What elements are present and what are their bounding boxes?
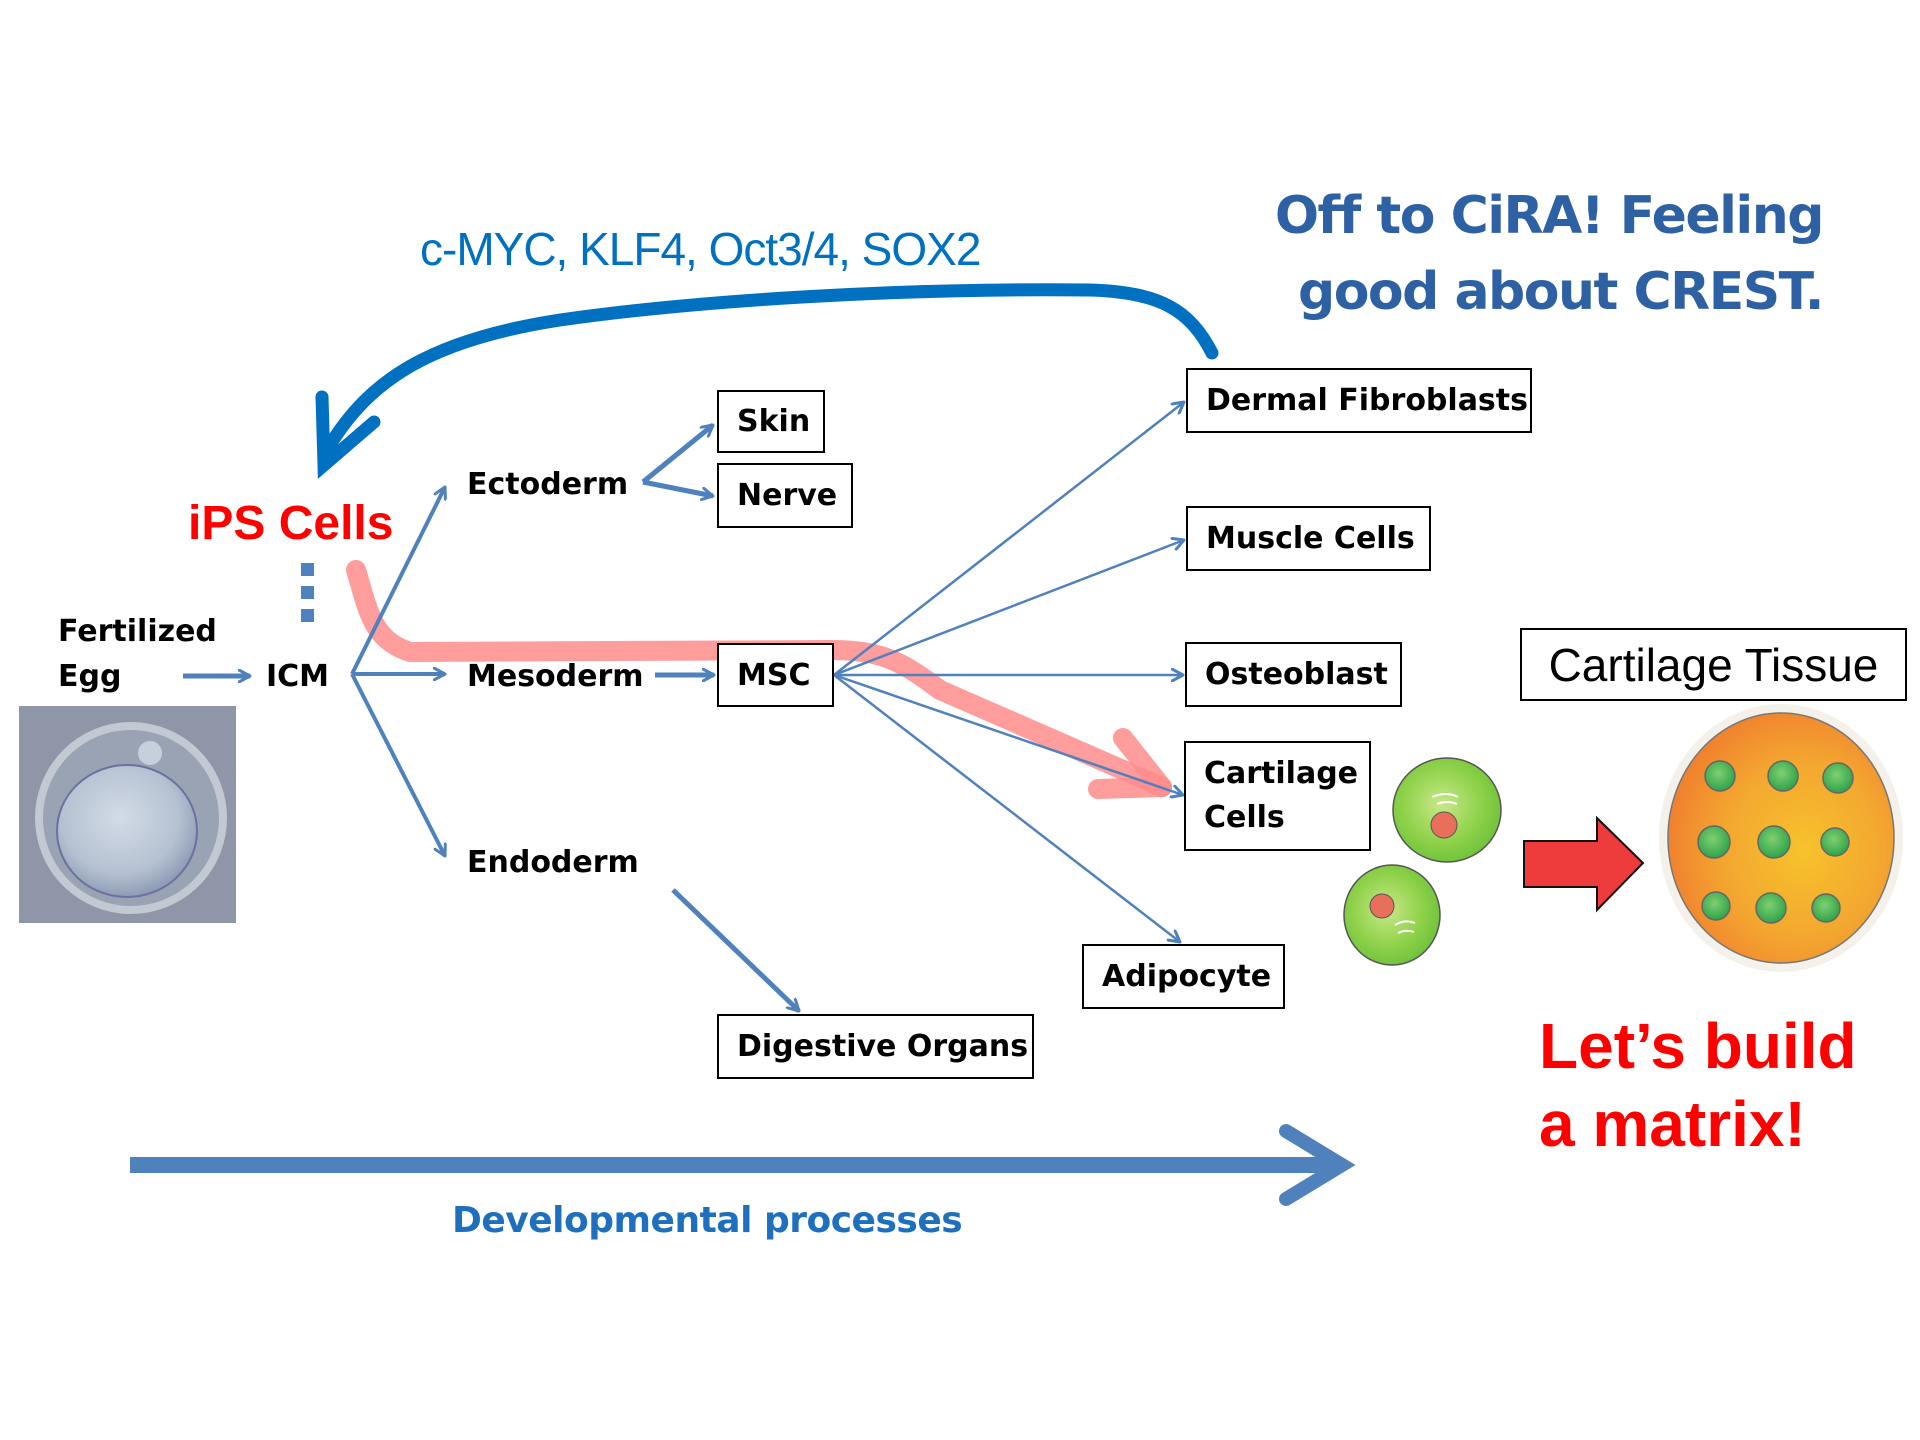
arrow-icm-to-endoderm bbox=[350, 673, 445, 856]
headline-line-2: good about CREST. bbox=[1297, 262, 1825, 322]
arrow-endoderm-to-digestive bbox=[671, 888, 801, 1013]
nerve-box: Nerve bbox=[717, 463, 853, 528]
arrow-msc-to-muscle-cells bbox=[833, 540, 1184, 677]
ectoderm-label: Ectoderm bbox=[467, 467, 629, 502]
headline-line-1: Off to CiRA! Feeling bbox=[1274, 186, 1825, 246]
endoderm-label: Endoderm bbox=[467, 845, 639, 880]
ips-cells-label: iPS Cells bbox=[188, 497, 394, 550]
msc-box: MSC bbox=[717, 643, 834, 707]
muscle-cells-box: Muscle Cells bbox=[1186, 506, 1431, 571]
ips-dotted-connector bbox=[301, 563, 314, 622]
arrow-msc-to-dermal-fibroblasts bbox=[833, 402, 1184, 676]
arrow-msc-to-cartilage-cells bbox=[833, 673, 1183, 795]
call-to-action: Let’s build a matrix! bbox=[1539, 1007, 1857, 1163]
fertilized-egg-photo bbox=[19, 706, 236, 923]
adipocyte-box: Adipocyte bbox=[1082, 944, 1285, 1009]
digestive-organs-box: Digestive Organs bbox=[717, 1014, 1034, 1079]
cartilage-cells-line-1: Cartilage bbox=[1204, 756, 1359, 791]
call-to-action-line-1: Let’s build bbox=[1539, 1010, 1857, 1082]
mesoderm-label: Mesoderm bbox=[467, 659, 644, 694]
cartilage-cells-line-2: Cells bbox=[1204, 800, 1285, 835]
developmental-timeline-arrow bbox=[130, 1124, 1356, 1206]
fertilized-egg-label-line-2: Egg bbox=[58, 659, 122, 694]
call-to-action-line-2: a matrix! bbox=[1539, 1088, 1806, 1160]
developmental-processes-label: Developmental processes bbox=[452, 1200, 963, 1241]
arrow-msc-to-adipocyte bbox=[833, 674, 1180, 942]
fertilized-egg-label-line-1: Fertilized bbox=[58, 614, 217, 649]
cartilage-tissue-box: Cartilage Tissue bbox=[1520, 628, 1907, 701]
headline: Off to CiRA! Feeling good about CREST. bbox=[1274, 178, 1825, 330]
dermal-fibroblasts-box: Dermal Fibroblasts bbox=[1186, 368, 1532, 433]
right-arrow-icon bbox=[1523, 815, 1645, 913]
egg-micrograph-icon bbox=[19, 706, 236, 923]
reprogramming-arrow bbox=[315, 283, 1219, 479]
skin-box: Skin bbox=[717, 390, 825, 453]
arrow-ectoderm-to-skin bbox=[641, 423, 715, 484]
osteoblast-box: Osteoblast bbox=[1185, 642, 1402, 707]
cartilage-cells-box: Cartilage Cells bbox=[1184, 741, 1371, 851]
arrow-ectoderm-to-nerve bbox=[642, 479, 713, 496]
arrow-icm-to-ectoderm bbox=[350, 487, 445, 675]
cartilage-cell-illustration bbox=[1343, 757, 1502, 966]
cartilage-tissue-illustration bbox=[1659, 704, 1903, 972]
icm-label: ICM bbox=[266, 659, 330, 694]
reprogramming-factors-label: c-MYC, KLF4, Oct3/4, SOX2 bbox=[420, 223, 981, 275]
